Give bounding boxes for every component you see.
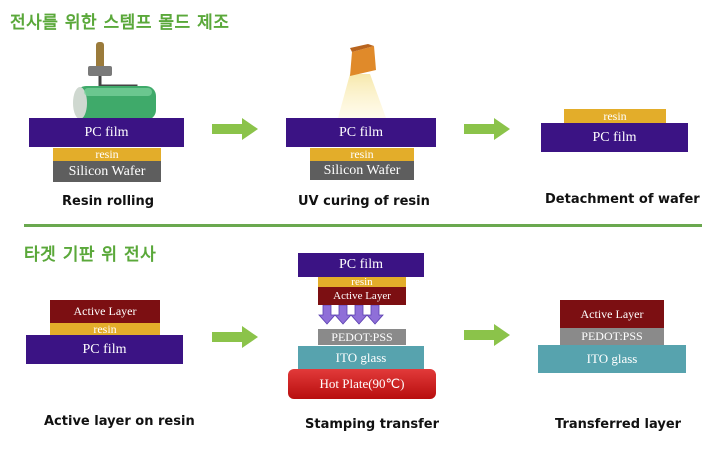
pc-film-layer: PC film — [298, 253, 424, 277]
caption-uv-curing: UV curing of resin — [298, 194, 430, 209]
process-arrow-icon — [464, 324, 510, 346]
caption-active-on-resin: Active layer on resin — [44, 414, 195, 429]
resin-layer: resin — [564, 109, 666, 123]
hot-plate-layer: Hot Plate(90℃) — [288, 369, 436, 399]
active-layer: Active Layer — [318, 287, 406, 305]
ito-glass-layer: ITO glass — [298, 346, 424, 369]
roller-handle — [96, 42, 104, 72]
roller-highlight — [84, 88, 152, 96]
caption-stamping: Stamping transfer — [305, 417, 440, 432]
resin-layer: resin — [318, 276, 406, 288]
section-divider — [24, 224, 702, 227]
section-heading-transfer: 타겟 기판 위 전사 — [24, 245, 157, 265]
paint-roller-icon — [73, 42, 156, 120]
pc-film-layer: PC film — [541, 123, 688, 152]
caption-transferred: Transferred layer — [555, 417, 682, 432]
roller-grip — [88, 66, 112, 76]
pc-film-layer: PC film — [29, 118, 184, 147]
ito-glass-layer: ITO glass — [538, 345, 686, 373]
active-layer: Active Layer — [50, 300, 160, 323]
section-heading-stamp-mold: 전사를 위한 스템프 몰드 제조 — [10, 13, 230, 33]
resin-layer: resin — [50, 322, 160, 336]
process-arrow-icon — [464, 118, 510, 140]
process-arrow-icon — [212, 326, 258, 348]
silicon-wafer-layer: Silicon Wafer — [53, 161, 161, 182]
uv-lamp-top — [350, 44, 374, 52]
pc-film-layer: PC film — [26, 335, 183, 364]
uv-light-beam — [338, 74, 386, 118]
uv-lamp-body — [350, 46, 376, 76]
pedot-pss-layer: PEDOT:PSS — [560, 328, 664, 345]
process-arrow-icon — [212, 118, 258, 140]
caption-detachment: Detachment of wafer — [545, 192, 700, 207]
active-layer: Active Layer — [560, 300, 664, 328]
resin-layer: resin — [310, 147, 414, 161]
caption-resin-rolling: Resin rolling — [62, 194, 155, 209]
resin-layer: resin — [53, 147, 161, 161]
pedot-pss-layer: PEDOT:PSS — [318, 329, 406, 345]
uv-lamp-icon — [338, 44, 386, 118]
silicon-wafer-layer: Silicon Wafer — [310, 161, 414, 180]
press-arrows-icon — [318, 305, 384, 325]
roller-end-cap — [73, 87, 87, 119]
pc-film-layer: PC film — [286, 118, 436, 147]
